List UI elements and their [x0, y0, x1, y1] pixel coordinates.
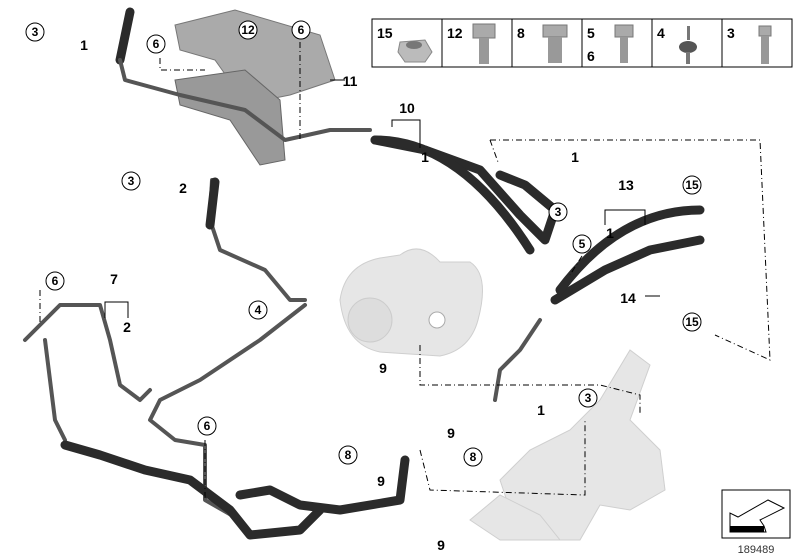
svg-text:5: 5: [587, 25, 595, 41]
svg-text:6: 6: [153, 37, 160, 51]
svg-text:6: 6: [52, 274, 59, 288]
callout-1: 1: [571, 149, 579, 165]
legend-item-5-6: 56: [587, 24, 634, 64]
callout-1: 1: [421, 149, 429, 165]
orientation-arrow-icon: [721, 489, 791, 539]
callout-9: 9: [447, 425, 455, 441]
svg-text:12: 12: [241, 23, 255, 37]
legend-item-8: 8: [517, 24, 568, 63]
callout-9: 9: [437, 537, 445, 553]
callout-3: 3: [578, 388, 598, 408]
callout-11: 11: [343, 73, 358, 89]
callout-6: 6: [146, 34, 166, 54]
svg-text:3: 3: [727, 25, 735, 41]
callout-8: 8: [463, 447, 483, 467]
callout-1: 1: [606, 225, 614, 241]
callout-8: 8: [338, 445, 358, 465]
callout-3: 3: [121, 171, 141, 191]
hose-lines: [23, 7, 705, 540]
callout-15: 15: [682, 175, 702, 195]
callout-13: 13: [618, 177, 634, 193]
svg-text:3: 3: [128, 174, 135, 188]
svg-text:8: 8: [517, 25, 525, 41]
callout-10: 10: [399, 100, 415, 116]
callout-12: 12: [238, 20, 258, 40]
reference-lines: [39, 42, 771, 500]
legend-item-15: 15: [377, 25, 433, 63]
legend-item-4: 4: [657, 25, 697, 64]
svg-text:6: 6: [298, 23, 305, 37]
callout-6: 6: [197, 416, 217, 436]
callout-7: 7: [110, 271, 118, 287]
callout-6: 6: [291, 20, 311, 40]
svg-text:3: 3: [32, 25, 39, 39]
steering-gear: [469, 349, 666, 541]
power-steering-pump: [339, 248, 483, 357]
svg-text:12: 12: [447, 25, 463, 41]
callout-2: 2: [179, 180, 187, 196]
diagram-number: 189489: [738, 544, 775, 556]
callout-9: 9: [379, 360, 387, 376]
svg-text:3: 3: [555, 205, 562, 219]
legend-item-12: 12: [447, 23, 496, 64]
svg-text:15: 15: [685, 178, 699, 192]
callout-15: 15: [682, 312, 702, 332]
callout-5: 5: [572, 234, 592, 254]
svg-text:4: 4: [657, 25, 665, 41]
callout-9: 9: [377, 473, 385, 489]
svg-text:4: 4: [255, 303, 262, 317]
callout-14: 14: [620, 290, 636, 306]
callout-1: 1: [80, 37, 88, 53]
svg-text:15: 15: [377, 25, 393, 41]
callout-4: 4: [248, 300, 268, 320]
hardware-legend: 15 12 8 56 4 3: [371, 18, 793, 68]
callout-2: 2: [123, 319, 131, 335]
svg-text:5: 5: [579, 237, 586, 251]
svg-text:6: 6: [204, 419, 211, 433]
bracket: [174, 69, 286, 166]
callout-3: 3: [25, 22, 45, 42]
svg-text:3: 3: [585, 391, 592, 405]
legend-item-3: 3: [727, 25, 772, 64]
svg-text:15: 15: [685, 315, 699, 329]
svg-text:8: 8: [345, 448, 352, 462]
callout-3: 3: [548, 202, 568, 222]
callout-1: 1: [537, 402, 545, 418]
callout-6: 6: [45, 271, 65, 291]
svg-text:6: 6: [587, 48, 595, 64]
svg-text:8: 8: [470, 450, 477, 464]
